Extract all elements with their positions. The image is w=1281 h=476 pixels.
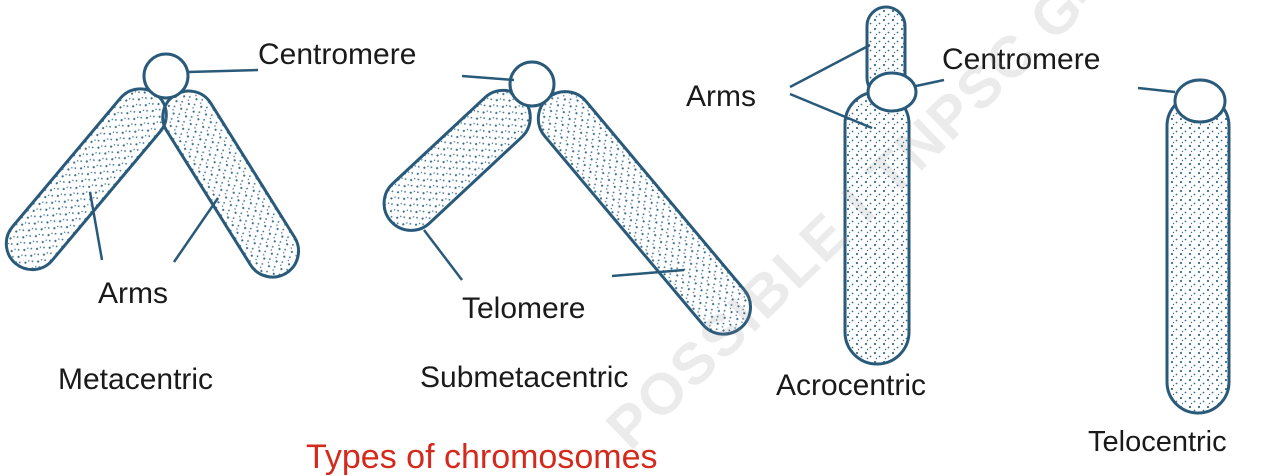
metacentric-centromere-label: Centromere	[258, 40, 416, 70]
acrocentric-arms-label: Arms	[686, 82, 756, 112]
telocentric-chromosome	[1167, 80, 1229, 413]
acrocentric-type-label: Acrocentric	[776, 371, 926, 401]
diagram-title: Types of chromosomes	[306, 440, 657, 474]
telocentric-arm	[1167, 95, 1229, 413]
submetacentric-telomere-label: Telomere	[462, 294, 585, 324]
submetacentric-type-label: Submetacentric	[420, 363, 628, 393]
metacentric-type-label: Metacentric	[58, 365, 213, 395]
metacentric-centromere	[144, 54, 188, 98]
metacentric-right-arm	[153, 81, 308, 287]
submetacentric-short-arm	[373, 79, 541, 241]
submetacentric-centromere	[510, 62, 554, 106]
telocentric-type-label: Telocentric	[1088, 428, 1227, 457]
metacentric-left-arm	[0, 78, 177, 280]
metacentric-chromosome	[0, 54, 308, 287]
telocentric-centromere	[1175, 80, 1225, 122]
metacentric-arms-label: Arms	[98, 279, 168, 309]
telocentric-pointers	[1138, 88, 1175, 92]
acrocentric-centromere	[868, 73, 916, 111]
